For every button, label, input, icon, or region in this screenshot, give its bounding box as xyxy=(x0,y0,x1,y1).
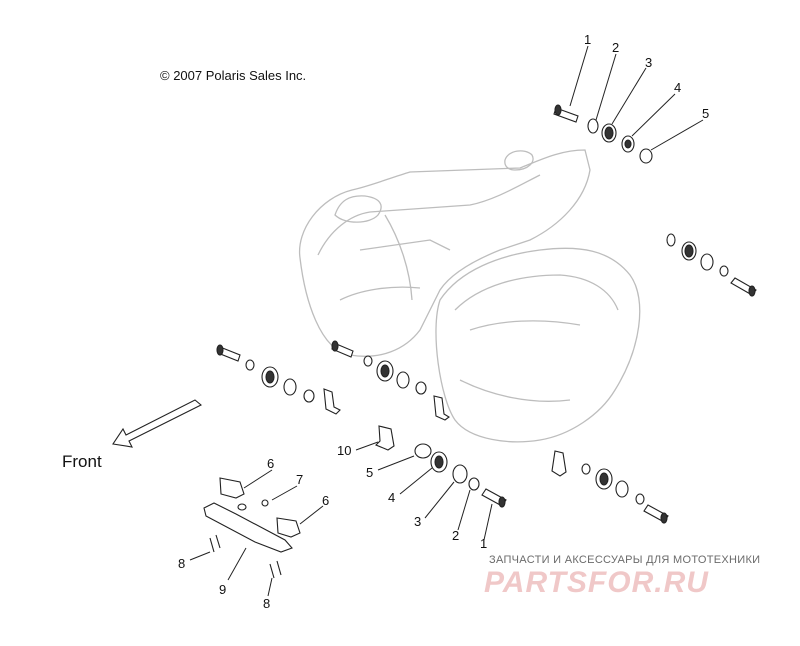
midleft-fastener-stack xyxy=(216,344,341,415)
callout-top-3: 3 xyxy=(645,55,653,70)
callout-left-8a: 8 xyxy=(178,556,186,571)
top-fastener-stack xyxy=(553,104,653,164)
callout-low-1: 1 xyxy=(480,536,488,551)
callout-low-4: 4 xyxy=(388,490,396,505)
skid-plate-assembly xyxy=(203,477,301,579)
mid-fastener-stack xyxy=(331,340,450,421)
callout-top-2: 2 xyxy=(612,40,620,55)
front-arrow xyxy=(112,399,202,448)
callout-top-1: 1 xyxy=(584,32,592,47)
callout-low-3: 3 xyxy=(414,514,422,529)
callout-left-6a: 6 xyxy=(267,456,275,471)
callout-left-6b: 6 xyxy=(322,493,330,508)
watermark-subtitle: ЗАПЧАСТИ И АКСЕССУАРЫ ДЛЯ МОТОТЕХНИКИ xyxy=(489,554,761,566)
callout-low-10: 10 xyxy=(337,443,352,458)
callout-left-8b: 8 xyxy=(263,596,271,611)
callout-left-9: 9 xyxy=(219,582,227,597)
copyright-text: © 2007 Polaris Sales Inc. xyxy=(160,68,307,83)
watermark-logo: PARTSFOR.RU xyxy=(484,566,709,599)
callout-top-5: 5 xyxy=(702,106,710,121)
callout-left-7: 7 xyxy=(296,472,304,487)
callout-low-5: 5 xyxy=(366,465,374,480)
callout-low-2: 2 xyxy=(452,528,460,543)
callout-leaders xyxy=(189,45,704,597)
lower-fastener-stack xyxy=(375,425,507,508)
rightlower-fastener-stack xyxy=(551,450,669,524)
engine-fuel-tank-ghost xyxy=(298,149,641,443)
callout-top-4: 4 xyxy=(674,80,682,95)
right-fastener-stack xyxy=(666,233,757,297)
front-label: Front xyxy=(62,452,102,471)
